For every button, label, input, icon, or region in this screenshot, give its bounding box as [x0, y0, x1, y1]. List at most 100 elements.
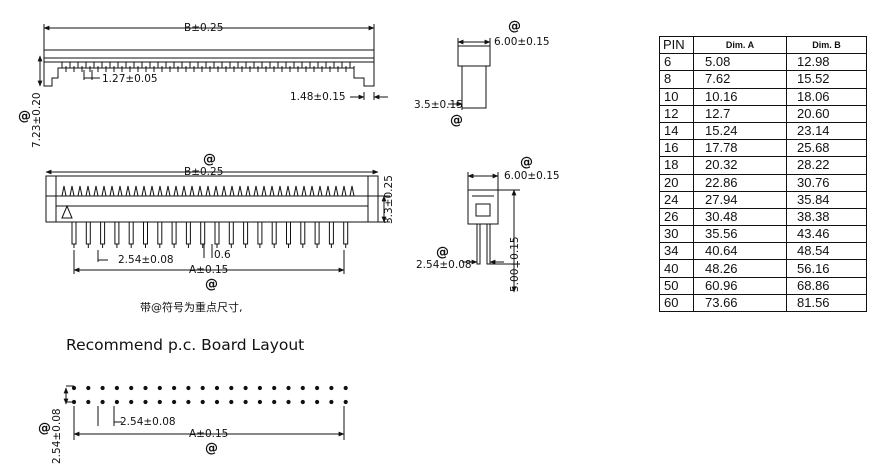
- top-width-label: B±0.25: [184, 22, 223, 34]
- cell-dim-a: 22.86: [693, 173, 787, 192]
- cell-pin: 26: [659, 207, 694, 227]
- front-pitch-label: 2.54±0.08: [118, 254, 174, 266]
- pin1-marker: [61, 204, 73, 219]
- side1-width-label: 6.00±0.15: [494, 36, 550, 48]
- cell-dim-a: 40.64: [693, 242, 787, 261]
- cell-dim-a: 17.78: [693, 139, 787, 158]
- pcb-pitch-vertical-label: 2.54±0.08: [51, 408, 63, 464]
- cell-dim-b: 23.14: [786, 121, 867, 141]
- cell-pin: 6: [659, 53, 694, 72]
- key-mark-top-height: @: [18, 109, 31, 124]
- key-mark-side2-pitch: @: [436, 245, 449, 260]
- side1-height-label: 3.5±0.15: [414, 99, 463, 111]
- front-span-label: A±0.15: [189, 264, 228, 276]
- table-header-row: PIN Dim. A Dim. B: [659, 35, 867, 55]
- key-mark-side1-height: @: [450, 113, 463, 128]
- cell-pin: 50: [659, 276, 694, 295]
- cell-pin: 24: [659, 190, 694, 209]
- header-dim-b: Dim. B: [786, 35, 867, 55]
- cell-dim-a: 20.32: [693, 156, 787, 175]
- cell-dim-a: 12.7: [693, 104, 787, 123]
- cell-pin: 16: [659, 139, 694, 158]
- key-mark-front-span: @: [205, 277, 218, 292]
- cell-dim-b: 38.38: [786, 207, 867, 227]
- pcb-holes: [71, 385, 348, 405]
- cell-dim-b: 35.84: [786, 190, 867, 209]
- cell-pin: 60: [659, 293, 694, 313]
- layout-title: Recommend p.c. Board Layout: [66, 336, 304, 354]
- cell-dim-a: 5.08: [693, 53, 787, 72]
- front-width-label: B±0.25: [184, 166, 223, 178]
- cell-pin: 30: [659, 225, 694, 244]
- cell-dim-b: 25.68: [786, 139, 867, 158]
- cell-dim-b: 81.56: [786, 293, 867, 313]
- cell-dim-b: 68.86: [786, 276, 867, 295]
- front-view-pins: [71, 221, 349, 248]
- key-mark-front-width: @: [203, 152, 216, 167]
- cell-dim-a: 73.66: [693, 293, 787, 313]
- cell-pin: 8: [659, 70, 694, 89]
- front-height-label: 3.3±0.25: [383, 175, 395, 224]
- front-view-contacts: [61, 185, 355, 197]
- side2-pitch-label: 2.54±0.08: [416, 259, 472, 271]
- front-view-body: [45, 175, 379, 223]
- pcb-pitch-horizontal-label: 2.54±0.08: [120, 416, 176, 428]
- cell-pin: 20: [659, 173, 694, 192]
- cell-dim-b: 48.54: [786, 242, 867, 261]
- top-pitch-label: 1.27±0.05: [102, 73, 158, 85]
- cell-dim-a: 7.62: [693, 70, 787, 89]
- pcb-span-label: A±0.15: [189, 428, 228, 440]
- cell-dim-b: 28.22: [786, 156, 867, 175]
- cell-dim-a: 48.26: [693, 259, 787, 278]
- cell-dim-b: 43.46: [786, 225, 867, 244]
- cell-dim-a: 60.96: [693, 276, 787, 295]
- cell-dim-a: 15.24: [693, 121, 787, 141]
- pcb-layout: [63, 385, 348, 440]
- cell-dim-a: 30.48: [693, 207, 787, 227]
- cell-pin: 18: [659, 156, 694, 175]
- key-mark-pcb-span: @: [205, 441, 218, 456]
- side-view-lower: [462, 172, 520, 293]
- header-dim-a: Dim. A: [693, 35, 787, 55]
- cell-dim-b: 20.60: [786, 104, 867, 123]
- cell-pin: 12: [659, 104, 694, 123]
- cell-pin: 40: [659, 259, 694, 278]
- cell-dim-a: 10.16: [693, 87, 787, 106]
- cell-dim-b: 30.76: [786, 173, 867, 192]
- cell-dim-b: 15.52: [786, 70, 867, 89]
- side2-width-label: 6.00±0.15: [504, 170, 560, 182]
- key-mark-side2-width: @: [520, 155, 533, 170]
- cell-dim-a: 35.56: [693, 225, 787, 244]
- side-view-upper: [448, 38, 491, 110]
- top-view: [37, 24, 388, 100]
- top-edge-label: 1.48±0.15: [290, 91, 346, 103]
- cell-pin: 34: [659, 242, 694, 261]
- front-pin-label: 0.6: [214, 249, 231, 261]
- key-mark-side1-width: @: [508, 19, 521, 34]
- side2-height-label: 5.00±0.15: [509, 236, 521, 292]
- cell-dim-b: 56.16: [786, 259, 867, 278]
- key-dimension-note: 带@符号为重点尺寸,: [140, 300, 243, 314]
- front-view: [45, 169, 390, 274]
- cell-dim-a: 27.94: [693, 190, 787, 209]
- cell-pin: 14: [659, 121, 694, 141]
- header-pin: PIN: [659, 35, 694, 55]
- key-mark-pcb-vertical: @: [38, 421, 51, 436]
- top-height-label: 7.23±0.20: [31, 92, 43, 148]
- cell-dim-b: 12.98: [786, 53, 867, 72]
